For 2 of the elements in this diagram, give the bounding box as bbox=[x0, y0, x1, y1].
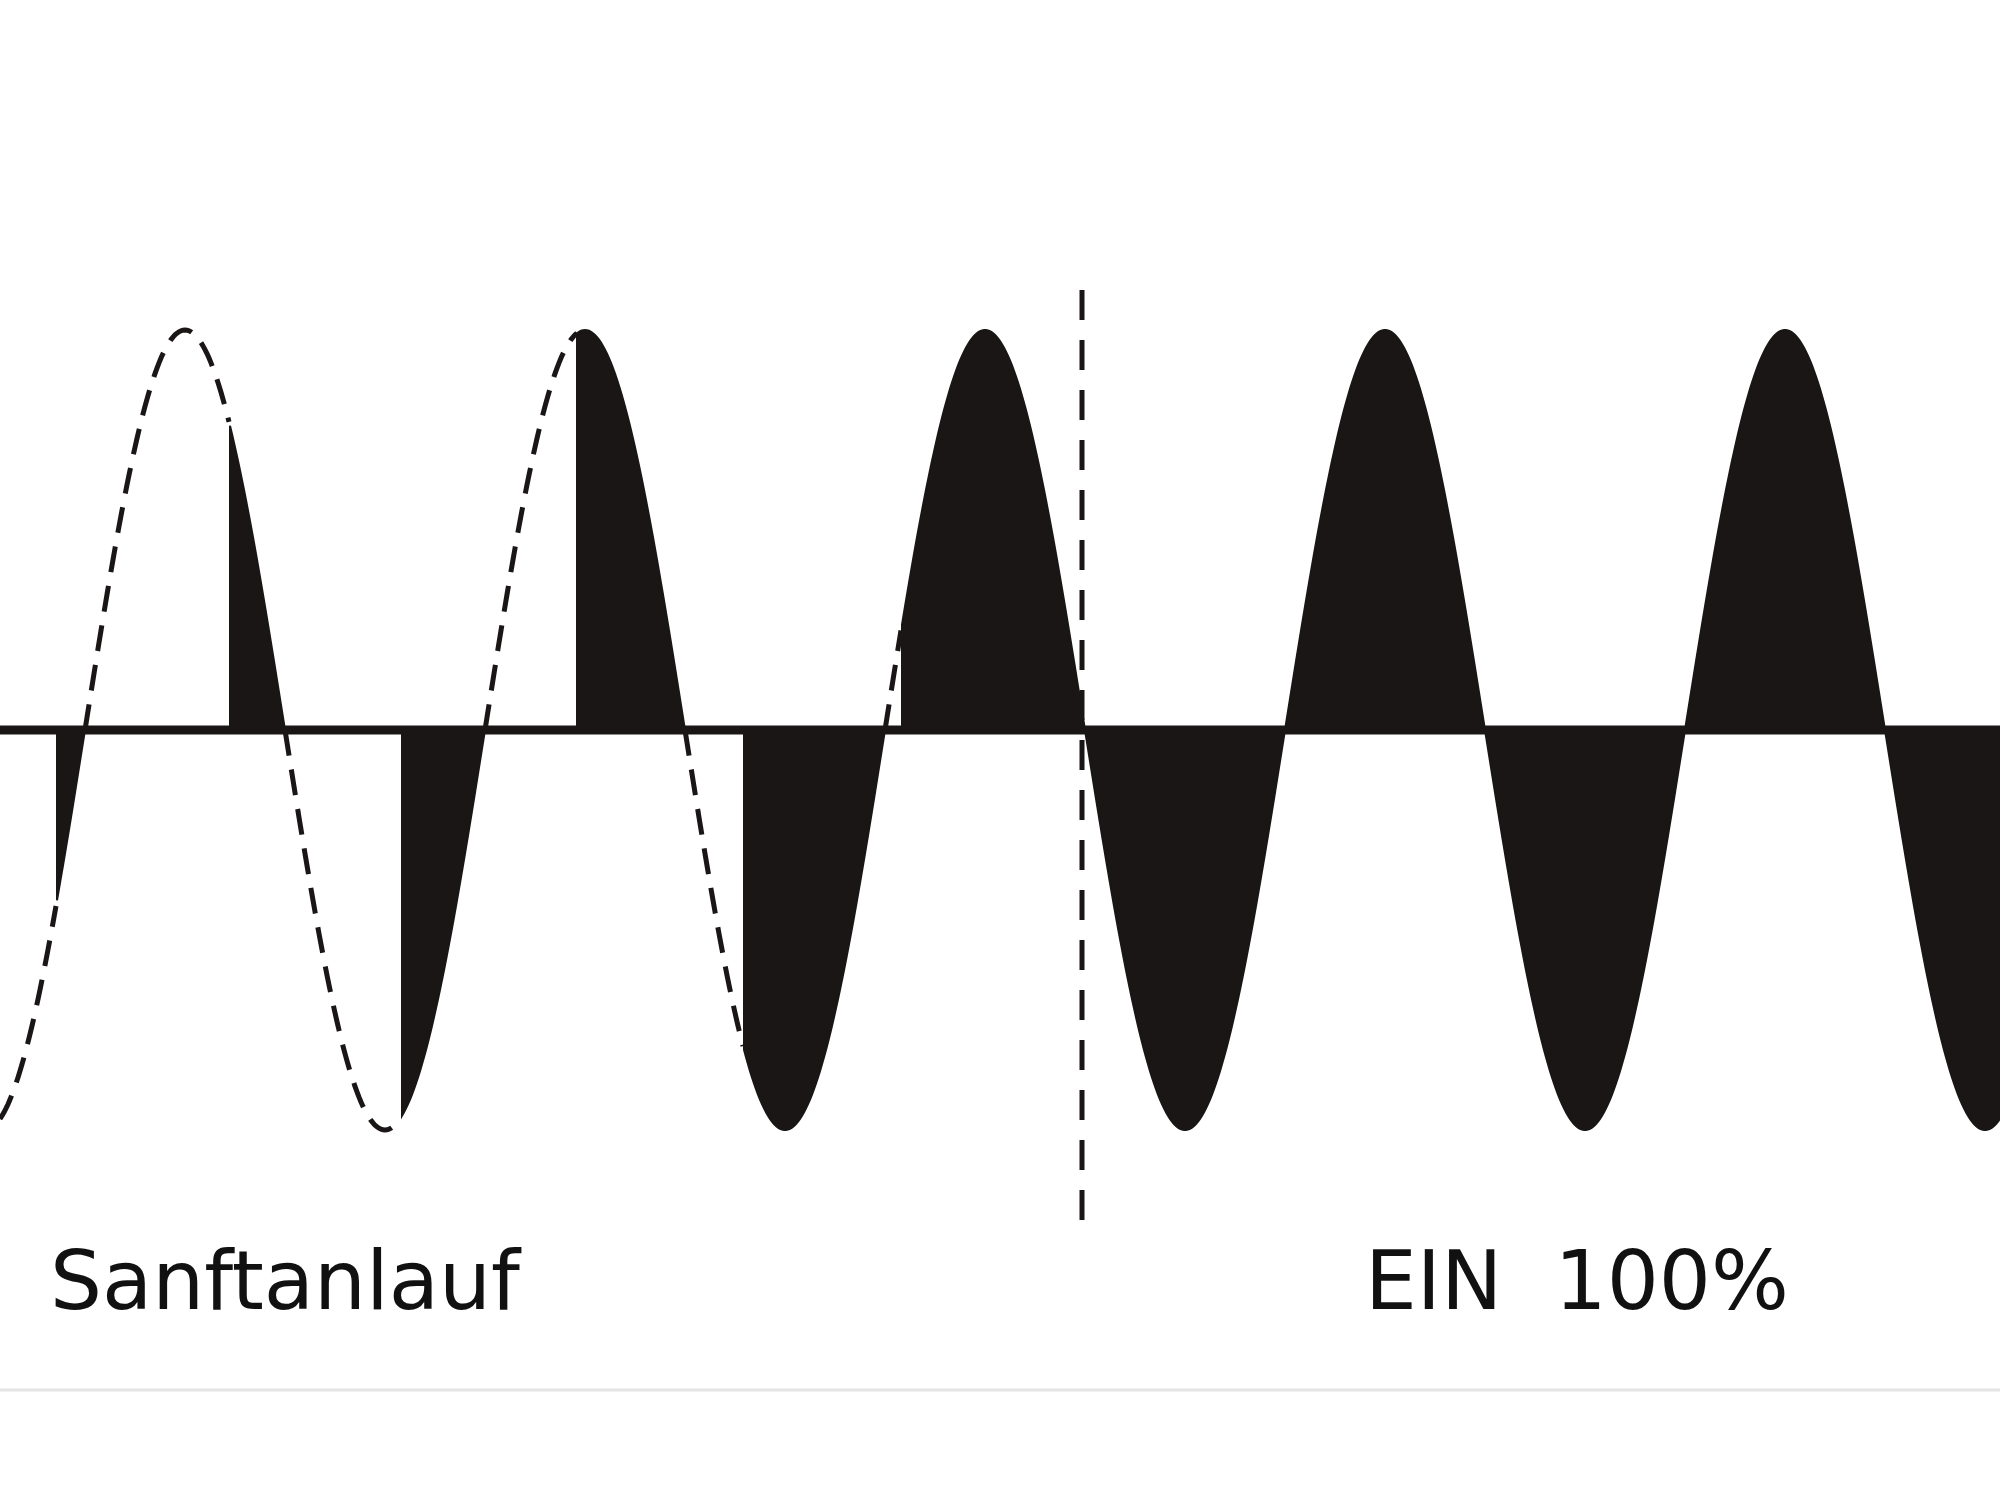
phase-label: Sanftanlauf bbox=[50, 1240, 520, 1322]
phase-label: EIN 100% bbox=[1365, 1240, 1789, 1322]
